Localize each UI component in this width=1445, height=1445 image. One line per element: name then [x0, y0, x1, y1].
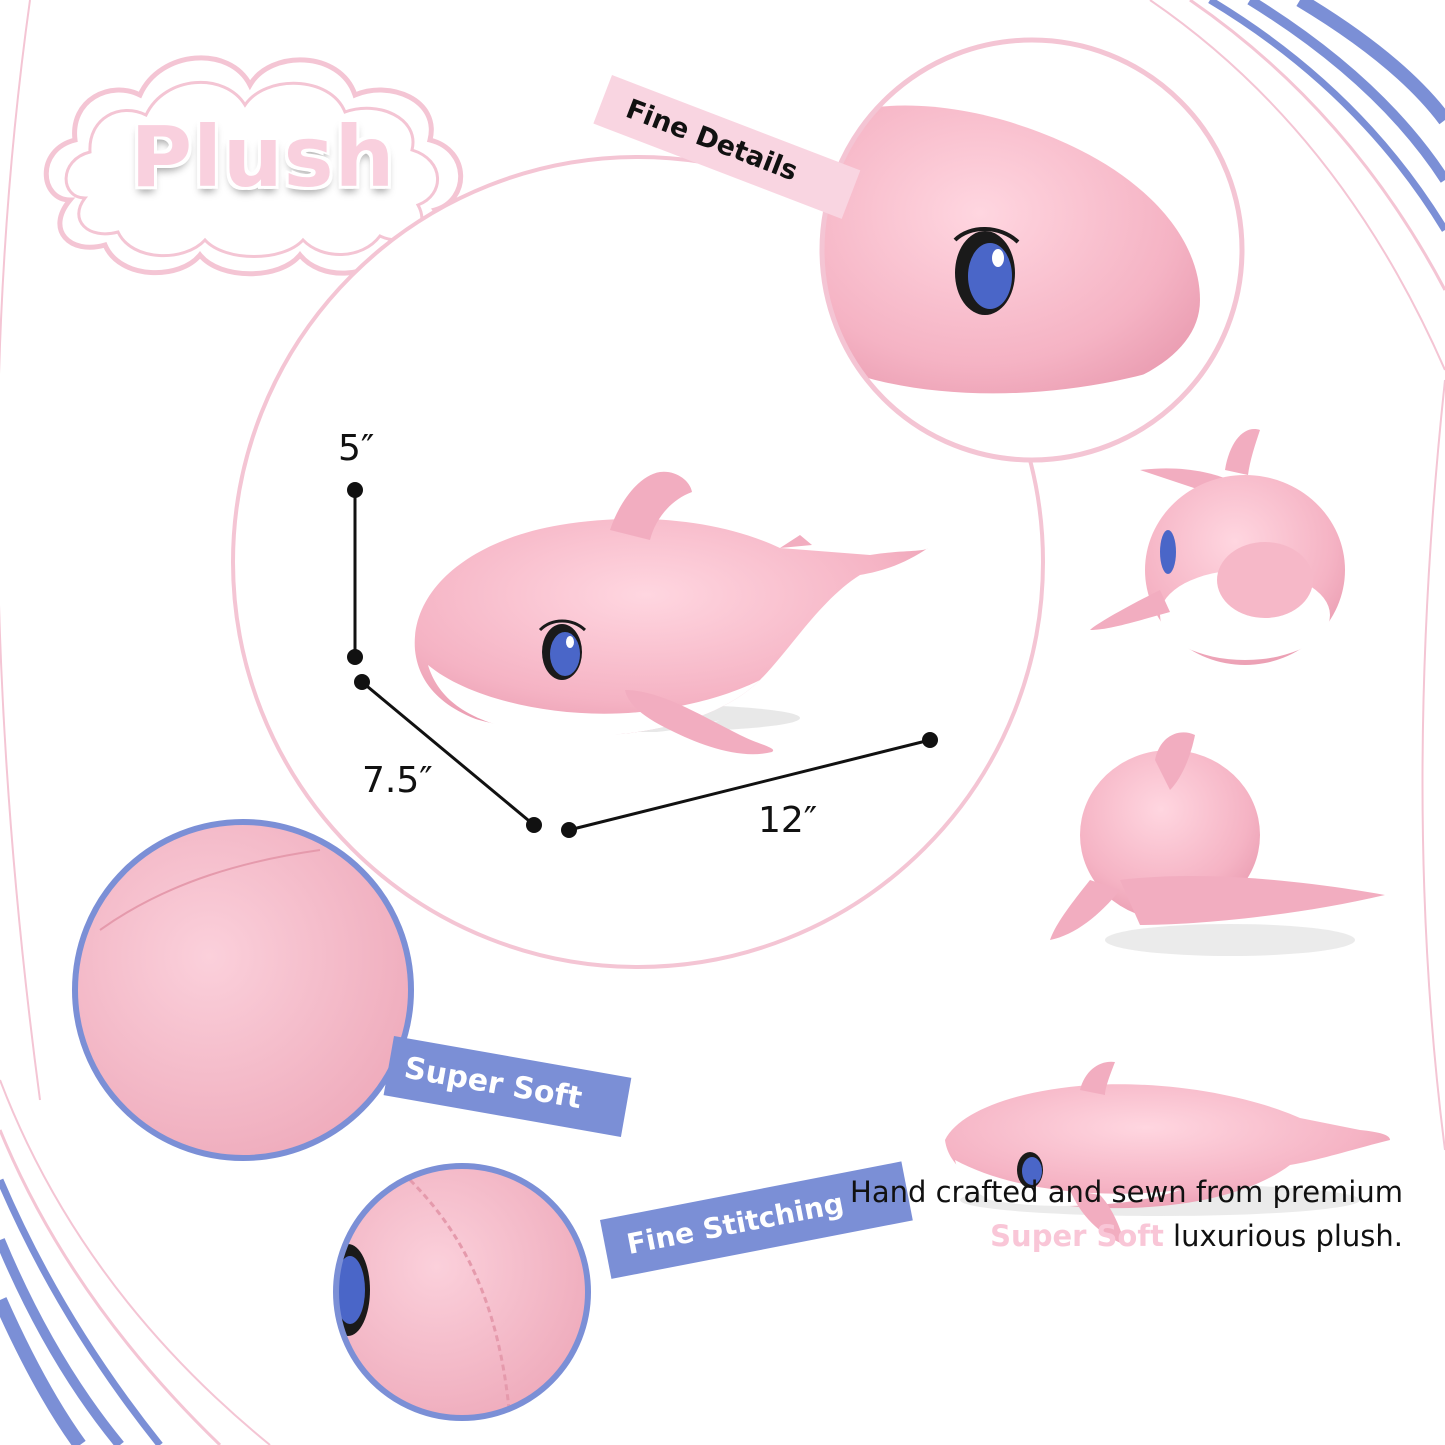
super-soft-closeup	[72, 819, 414, 1161]
cloud-badge	[43, 55, 464, 277]
dolphin-back-view	[1050, 732, 1385, 956]
dolphin-plush-main	[414, 471, 929, 755]
dolphin-front-view	[1090, 429, 1345, 665]
product-caption: Hand crafted and sewn from premium Super…	[850, 1170, 1403, 1258]
dolphin-side-view	[945, 1061, 1390, 1245]
height-dimension-label: 5″	[338, 428, 375, 469]
caption-highlight: Super Soft	[990, 1219, 1164, 1253]
fine-details-closeup	[819, 37, 1245, 463]
decorative-arc-left	[0, 0, 41, 1101]
caption-line-2-rest: luxurious plush.	[1163, 1219, 1403, 1253]
decorative-stripes-top-right	[1149, 0, 1445, 371]
decorative-arc-right	[1421, 379, 1445, 1151]
fine-stitching-closeup	[333, 1163, 591, 1421]
length-dimension-label: 12″	[758, 800, 818, 841]
dimension-lines	[347, 482, 938, 838]
decorative-stripes-bottom-left	[0, 1079, 271, 1445]
caption-line-2: Super Soft luxurious plush.	[850, 1214, 1403, 1258]
caption-line-1: Hand crafted and sewn from premium	[850, 1175, 1403, 1209]
depth-dimension-label: 7.5″	[362, 760, 433, 801]
plush-title: Plush	[130, 108, 396, 206]
